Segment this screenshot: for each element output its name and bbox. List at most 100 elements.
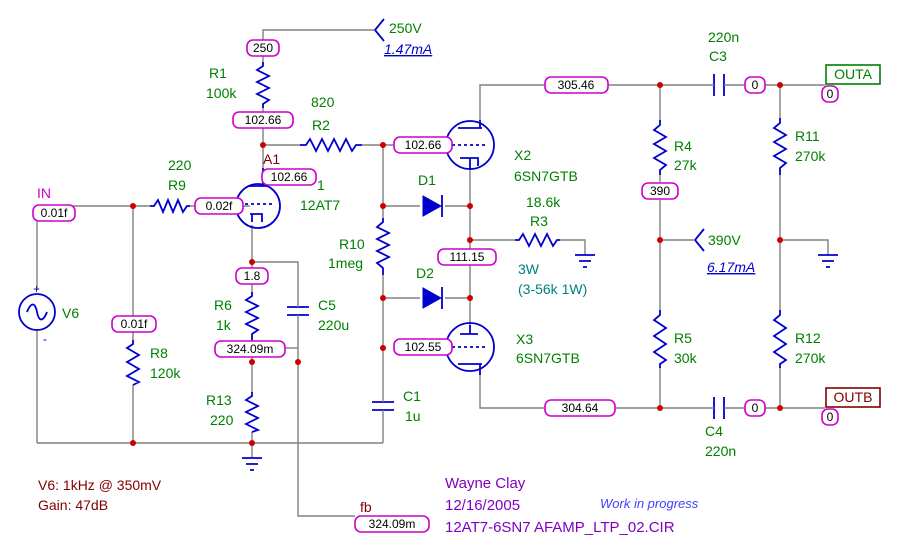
r3-note-1: 3W — [518, 261, 540, 277]
svg-text:0: 0 — [752, 401, 759, 415]
r11-value: 270k — [795, 148, 826, 164]
svg-text:390: 390 — [650, 184, 670, 198]
node-voltage-x2-grid: 102.66 — [393, 136, 453, 154]
c5-name: C5 — [318, 297, 336, 313]
x3-type: 6SN7GTB — [516, 350, 580, 366]
outa-label: OUTA — [825, 64, 881, 85]
r12-name: R12 — [795, 330, 821, 346]
c4-value: 220n — [705, 443, 736, 459]
r13-value: 220 — [210, 412, 234, 428]
node-voltage-r9: 0.02f — [194, 197, 244, 215]
svg-text:102.66: 102.66 — [245, 113, 282, 127]
author-note: Wayne Clay — [445, 475, 526, 492]
svg-text:0.01f: 0.01f — [41, 206, 68, 220]
x3-name: X3 — [516, 331, 533, 347]
node-voltage-r6-bottom: 324.09m — [214, 340, 286, 358]
node-voltage-390: 390 — [641, 182, 679, 200]
r3-resistor — [515, 231, 560, 249]
r11-resistor — [772, 118, 788, 175]
r5-value: 30k — [674, 350, 698, 366]
c1-value: 1u — [405, 408, 421, 424]
r1-resistor — [254, 62, 272, 108]
in-label: IN — [37, 185, 51, 201]
supply-390v-voltage: 390V — [708, 232, 741, 248]
svg-text:305.46: 305.46 — [558, 78, 595, 92]
x1-type: 12AT7 — [300, 197, 340, 213]
node-voltage-outb: 0 — [821, 408, 839, 426]
node-voltage-outa: 0 — [821, 85, 839, 103]
gain-note: Gain: 47dB — [38, 497, 108, 513]
r6-value: 1k — [216, 317, 232, 333]
svg-text:0.02f: 0.02f — [206, 199, 233, 213]
node-voltage-r1-bottom: 102.66 — [232, 111, 294, 129]
wip-note: Work in progress — [600, 496, 699, 511]
r12-value: 270k — [795, 350, 826, 366]
c5-value: 220u — [318, 317, 349, 333]
node-dots — [130, 82, 783, 446]
node-voltage-x2-plate: 305.46 — [544, 76, 609, 94]
c4-name: C4 — [705, 423, 723, 439]
c4-capacitor — [710, 397, 728, 419]
r9-value: 220 — [168, 157, 192, 173]
r11-name: R11 — [795, 128, 820, 144]
r4-resistor — [652, 120, 668, 175]
r4-value: 27k — [674, 157, 698, 173]
d1-name: D1 — [418, 172, 436, 188]
r6-resistor — [243, 292, 261, 340]
svg-text:250: 250 — [253, 41, 273, 55]
c1-capacitor — [372, 400, 394, 412]
c3-capacitor — [710, 74, 728, 96]
node-voltage-x3-plate: 304.64 — [544, 399, 616, 417]
x2-name: X2 — [514, 147, 531, 163]
svg-text:OUTB: OUTB — [834, 389, 873, 405]
node-voltage-r8: 0.01f — [111, 315, 157, 333]
c3-name: C3 — [709, 48, 727, 64]
r3-note-2: (3-56k 1W) — [518, 281, 587, 297]
svg-text:111.15: 111.15 — [450, 250, 485, 264]
r13-name: R13 — [206, 392, 232, 408]
supply-250v-voltage: 250V — [389, 20, 422, 36]
svg-text:102.66: 102.66 — [405, 138, 442, 152]
file-note: 12AT7-6SN7 AFAMP_LTP_02.CIR — [445, 519, 675, 536]
r6-name: R6 — [214, 297, 232, 313]
fb-label: fb — [360, 499, 372, 515]
node-voltage-cathode: 1.8 — [235, 267, 269, 285]
d2-diode — [422, 287, 443, 309]
r12-resistor — [772, 310, 788, 368]
r9-resistor — [150, 197, 190, 215]
r9-name: R9 — [168, 177, 186, 193]
c5-capacitor — [287, 305, 309, 318]
r1-name: R1 — [209, 65, 227, 81]
node-voltage-c4-out: 0 — [744, 399, 766, 417]
svg-text:324.09m: 324.09m — [227, 342, 274, 356]
node-voltage-fb: 324.09m — [354, 515, 430, 533]
svg-text:-: - — [43, 332, 47, 346]
x1-name: 1 — [317, 177, 325, 193]
svg-text:102.66: 102.66 — [271, 170, 308, 184]
x2-type: 6SN7GTB — [514, 168, 578, 184]
r2-resistor — [300, 136, 362, 154]
x2-tube — [445, 120, 495, 170]
r2-name: R2 — [312, 117, 330, 133]
r5-name: R5 — [674, 330, 692, 346]
r2-value: 820 — [311, 94, 335, 110]
r1-value: 100k — [206, 85, 237, 101]
svg-text:1.8: 1.8 — [244, 269, 261, 283]
node-voltage-mid: 111.15 — [437, 248, 497, 266]
svg-text:OUTA: OUTA — [834, 66, 873, 82]
d2-name: D2 — [416, 265, 434, 281]
v6-name: V6 — [62, 305, 79, 321]
svg-text:324.09m: 324.09m — [369, 517, 416, 531]
supply-390v-current: 6.17mA — [707, 259, 755, 275]
v6-source: + - — [18, 282, 56, 346]
x3-tube — [445, 322, 495, 375]
node-voltage-x3-grid: 102.55 — [393, 338, 453, 356]
svg-text:+: + — [33, 282, 40, 296]
svg-text:0: 0 — [827, 87, 834, 101]
r10-name: R10 — [339, 236, 365, 252]
date-note: 12/16/2005 — [445, 497, 520, 514]
supply-250v-current: 1.47mA — [384, 41, 432, 57]
svg-text:0: 0 — [827, 410, 834, 424]
r3-value: 18.6k — [526, 194, 561, 210]
